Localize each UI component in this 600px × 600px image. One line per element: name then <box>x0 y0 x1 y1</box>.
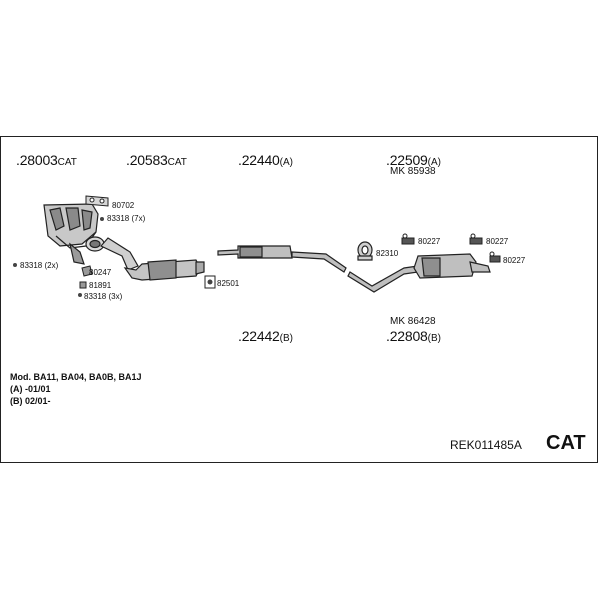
manifold-drawing <box>43 203 139 271</box>
middle-silencer-drawing <box>217 245 347 273</box>
hanger-icons <box>401 233 501 263</box>
part-suffix: (A) <box>427 157 441 168</box>
label-80247: 80247 <box>89 268 112 277</box>
clamp-icons <box>79 265 216 289</box>
note-b: (B) 02/01- <box>10 396 51 406</box>
notes: Mod. BA11, BA04, BA0B, BA1J (A) -01/01 (… <box>10 371 142 407</box>
reference-number: REK011485A <box>450 438 522 452</box>
label-83318-3x: 83318 (3x) <box>84 292 123 301</box>
part-number: .28003 <box>16 152 58 168</box>
label-80227-b: 80227 <box>486 237 509 246</box>
part-number: .22440 <box>238 152 280 168</box>
note-a: (A) -01/01 <box>10 384 51 394</box>
part-20583: .20583CAT <box>126 152 187 168</box>
part-suffix: CAT <box>57 157 77 168</box>
label-83318-7x: 83318 (7x) <box>107 214 146 223</box>
bolt-icons <box>13 217 213 297</box>
part-number: .22808 <box>386 328 428 344</box>
label-80702: 80702 <box>112 201 135 210</box>
part-22808: .22808(B) <box>386 328 441 344</box>
part-number: .22509 <box>386 152 428 168</box>
label-82501: 82501 <box>217 279 240 288</box>
part-22509: .22509(A) <box>386 152 441 168</box>
label-81891: 81891 <box>89 281 112 290</box>
diagram-frame <box>0 136 598 463</box>
label-83318-2x: 83318 (2x) <box>20 261 59 270</box>
part-22440: .22440(A) <box>238 152 293 168</box>
front-pipe-drawing <box>123 259 205 281</box>
part-suffix: CAT <box>167 157 187 168</box>
part-number: .20583 <box>126 152 168 168</box>
clamp-82310-drawing <box>357 241 373 261</box>
mk-86428: MK 86428 <box>390 316 436 327</box>
label-80227-a: 80227 <box>418 237 441 246</box>
part-suffix: (A) <box>279 157 293 168</box>
label-82310: 82310 <box>376 249 399 258</box>
part-28003: .28003CAT <box>16 152 77 168</box>
cat-badge: CAT <box>546 432 586 454</box>
gasket-drawing <box>85 195 109 207</box>
rear-silencer-drawing <box>347 253 491 293</box>
part-number: .22442 <box>238 328 280 344</box>
note-models: Mod. BA11, BA04, BA0B, BA1J <box>10 372 142 382</box>
label-80227-c: 80227 <box>503 256 526 265</box>
part-suffix: (B) <box>427 333 441 344</box>
mk-85938: MK 85938 <box>390 166 436 177</box>
part-22442: .22442(B) <box>238 328 293 344</box>
part-suffix: (B) <box>279 333 293 344</box>
